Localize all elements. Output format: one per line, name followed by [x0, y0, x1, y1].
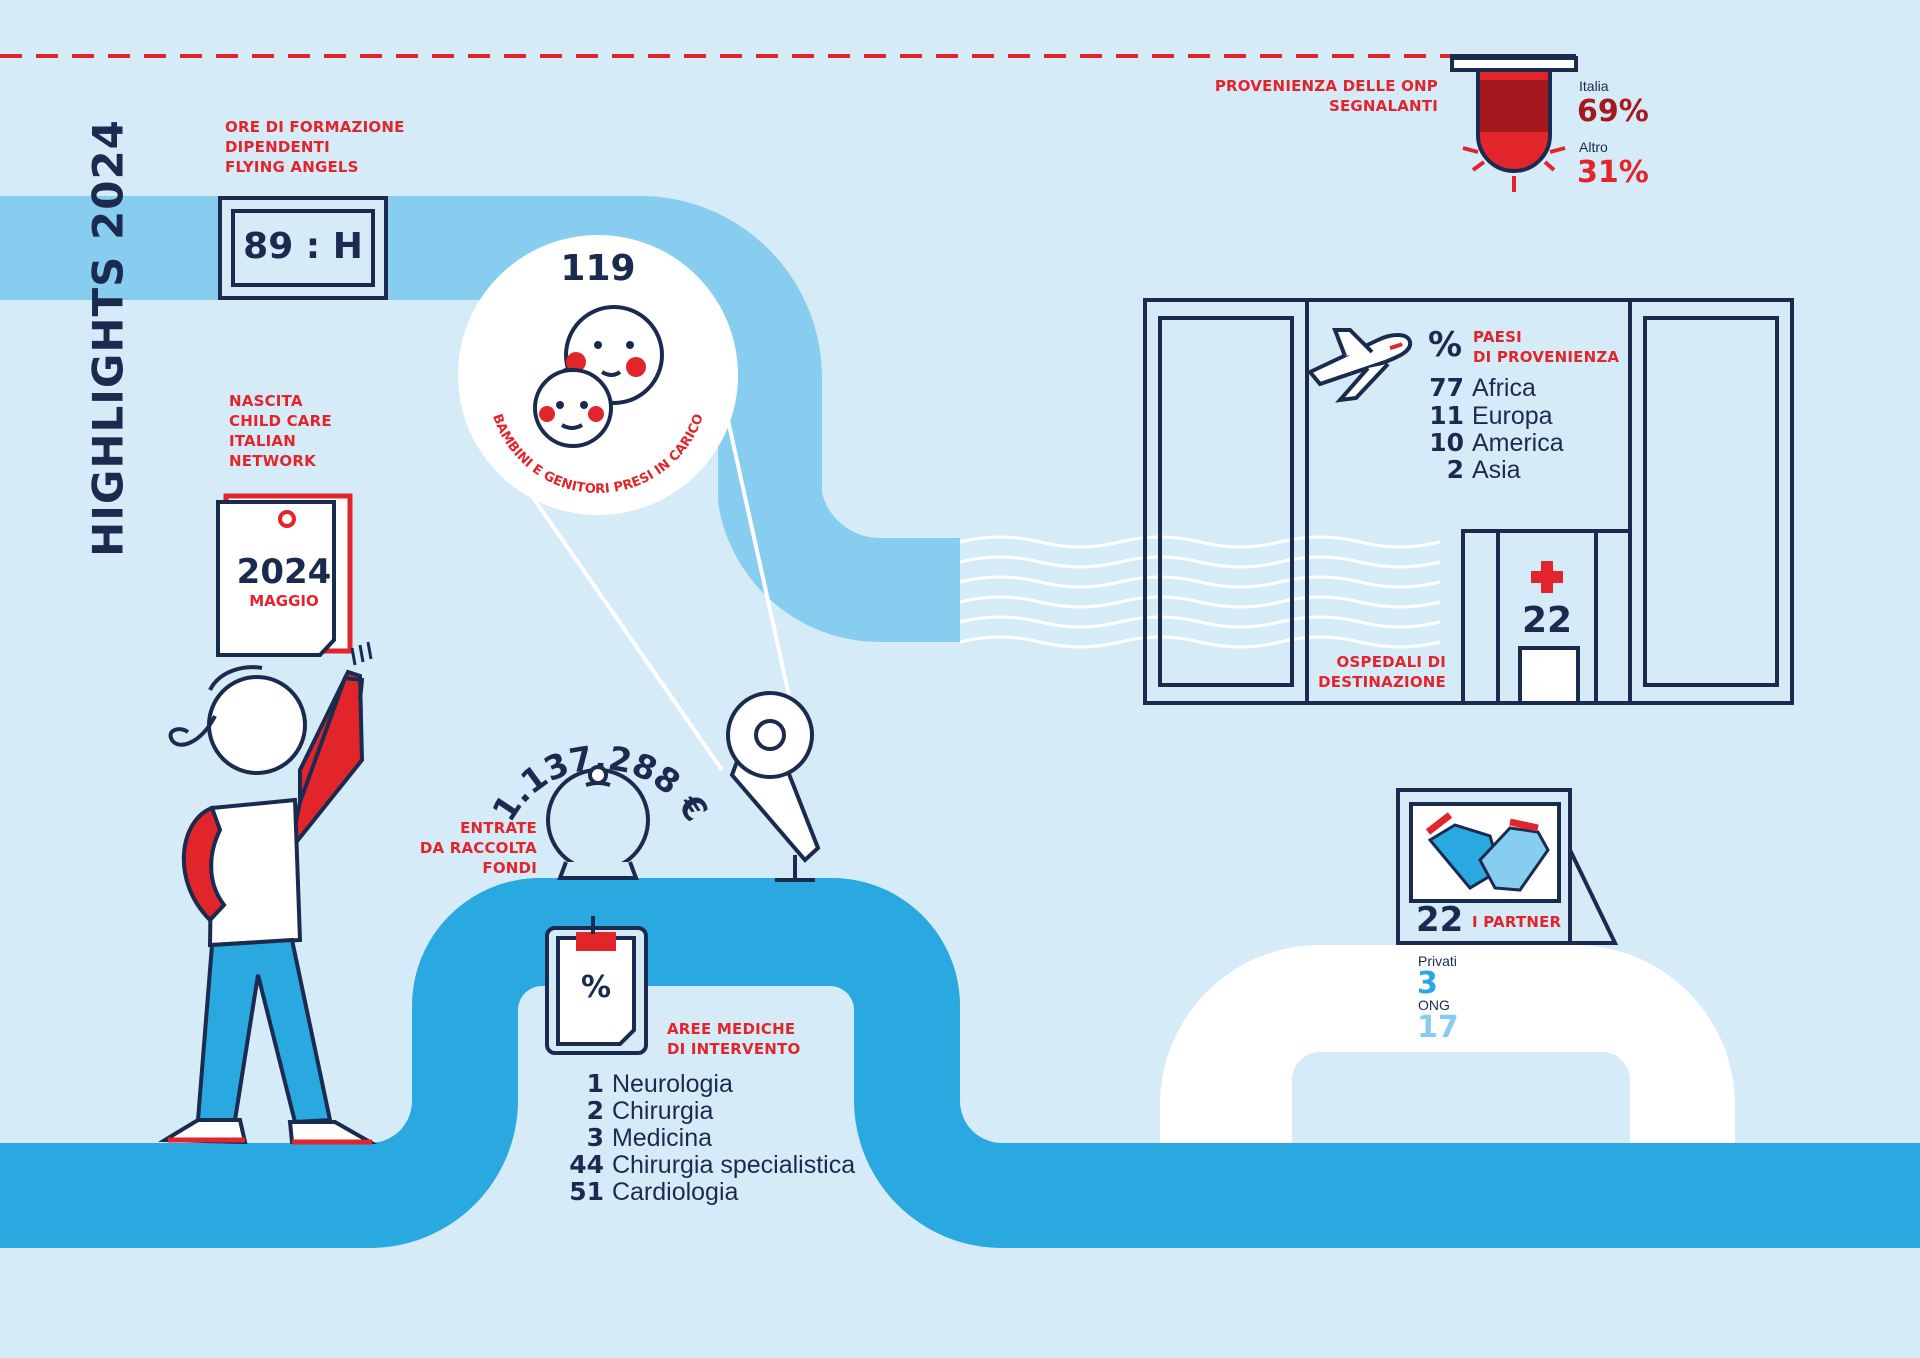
airplane-icon: [1306, 328, 1413, 403]
training-label-line: DIPENDENTI: [225, 138, 330, 156]
children-caption-arc: BAMBINI E GENITORI PRESI IN CARICO: [489, 412, 707, 497]
fundraising-label-line: FONDI: [482, 859, 537, 877]
children-count: 119: [560, 248, 636, 289]
fundraising-label-line: DA RACCOLTA: [419, 839, 537, 857]
onp-origin-label: PROVENIENZA DELLE ONP SEGNALANTI: [1180, 76, 1438, 116]
medical-areas-label-line: DI INTERVENTO: [667, 1040, 801, 1058]
svg-text:1.137.288 €: 1.137.288 €: [484, 738, 715, 828]
onp-origin-italia-value: 69%: [1577, 94, 1649, 129]
training-label-line: ORE DI FORMAZIONE: [225, 118, 405, 136]
lamp-icon: [726, 691, 821, 882]
medical-area-item: 44 Chirurgia specialistica: [569, 1150, 856, 1179]
country-item: 11 Europa: [1429, 401, 1553, 430]
hospitals-label: OSPEDALI DI DESTINAZIONE: [1290, 652, 1446, 692]
onp-origin-label-line: SEGNALANTI: [1328, 97, 1438, 115]
person-icon: [158, 665, 378, 1145]
medical-area-item: 3 Medicina: [586, 1123, 713, 1152]
network-year: 2024: [236, 552, 332, 592]
onp-origin-altro-value: 31%: [1577, 155, 1649, 190]
medical-area-item: 1 Neurologia: [586, 1069, 733, 1098]
building-frame: [1143, 298, 1794, 705]
hospitals-label-line: DESTINAZIONE: [1318, 673, 1446, 691]
partners-private-value: 3: [1417, 966, 1438, 1001]
page-title: HIGHLIGHTS 2024: [83, 119, 133, 557]
medical-areas-label-line: AREE MEDICHE: [667, 1020, 796, 1038]
network-month: MAGGIO: [249, 592, 319, 610]
medical-area-item: 2 Chirurgia: [586, 1096, 714, 1125]
partners-private-label: Privati: [1418, 953, 1457, 969]
partners-ong-label: ONG: [1418, 997, 1450, 1013]
country-item: 2 Asia: [1446, 455, 1521, 484]
hospital-icon: [1461, 529, 1632, 705]
countries-percent-symbol: %: [1428, 325, 1463, 365]
hospitals-count: 22: [1521, 600, 1573, 641]
clipboard-icon: [545, 916, 648, 1055]
onp-origin-label-line: PROVENIENZA DELLE ONP: [1214, 77, 1438, 95]
onp-origin-italia-label: Italia: [1579, 78, 1609, 94]
fundraising-label: ENTRATE DA RACCOLTA FONDI: [400, 818, 537, 878]
network-label-line: ITALIAN: [229, 432, 296, 450]
pipe-white: [1160, 945, 1735, 1145]
partners-label: I PARTNER: [1472, 913, 1562, 931]
onp-origin-altro-label: Altro: [1579, 139, 1608, 155]
hospital-cross-icon: [1531, 561, 1563, 593]
fundraising-label-line: ENTRATE: [460, 819, 537, 837]
partners-ong-value: 17: [1417, 1010, 1459, 1045]
siren-icon: [1450, 56, 1578, 192]
network-label: NASCITA CHILD CARE ITALIAN NETWORK: [229, 391, 332, 471]
countries-label: PAESI DI PROVENIENZA: [1473, 327, 1619, 367]
countries-label-line: DI PROVENIENZA: [1473, 348, 1620, 366]
clipboard-percent-symbol: %: [580, 970, 612, 1005]
pipe-mid: [0, 878, 1920, 1248]
baby-faces-icon: [533, 305, 664, 448]
countries-label-line: PAESI: [1473, 328, 1522, 346]
network-label-line: CHILD CARE: [229, 412, 332, 430]
piggy-bank-icon: [546, 765, 650, 880]
medical-areas-label: AREE MEDICHE DI INTERVENTO: [667, 1019, 800, 1059]
network-label-line: NASCITA: [229, 392, 303, 410]
training-label: ORE DI FORMAZIONE DIPENDENTI FLYING ANGE…: [225, 117, 405, 177]
pipe-light: [0, 196, 960, 642]
calendar-icon: [216, 493, 373, 666]
country-item: 10 America: [1429, 428, 1564, 457]
fundraising-value-arc: 1.137.288 €: [484, 738, 715, 828]
lamp-beams: [498, 419, 792, 772]
network-label-line: NETWORK: [229, 452, 316, 470]
training-label-line: FLYING ANGELS: [225, 158, 359, 176]
clock-display-icon: [218, 196, 388, 300]
medical-area-item: 51 Cardiologia: [569, 1177, 739, 1206]
svg-text:BAMBINI E GENITORI PRESI IN CA: BAMBINI E GENITORI PRESI IN CARICO: [489, 412, 707, 497]
waves: [959, 535, 1441, 649]
hospitals-label-line: OSPEDALI DI: [1336, 653, 1446, 671]
training-value: 89 : H: [243, 226, 363, 267]
children-caption: BAMBINI E GENITORI PRESI IN CARICO: [489, 412, 707, 497]
handshake-icon: [1425, 812, 1550, 892]
country-item: 77 Africa: [1429, 373, 1536, 402]
fundraising-value: 1.137.288 €: [484, 738, 715, 828]
partners-count: 22: [1416, 900, 1464, 940]
